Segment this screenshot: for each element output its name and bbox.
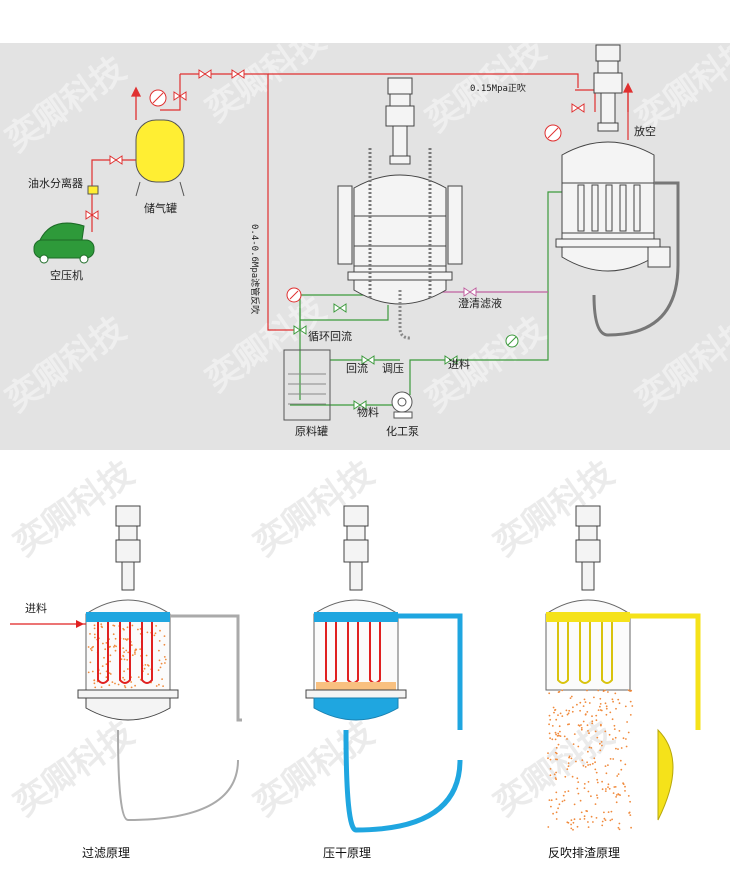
compressor-icon: [33, 222, 95, 264]
label-clear-filtrate: 澄清滤液: [458, 296, 502, 310]
label-backflush-pressure: 0.4-0.6Mpa滤管反吹: [249, 224, 261, 314]
label-air-tank: 储气罐: [144, 201, 177, 215]
label-recirculation: 循环回流: [308, 329, 352, 343]
oil-water-separator: [87, 185, 99, 195]
panel-filtration: [10, 505, 242, 822]
panel-backflush: [545, 505, 701, 831]
label-top-blow-pressure: 0.15Mpa正吹: [470, 82, 526, 94]
watermark-text: 奕卿科技: [487, 713, 621, 824]
label-return-flow: 回流: [346, 361, 368, 375]
raw-material-tank: [283, 349, 331, 421]
caption-filtration: 过滤原理: [82, 846, 130, 860]
label-oil-water-separator: 油水分离器: [28, 176, 83, 190]
label-feed: 进料: [448, 357, 470, 371]
watermark-text: 奕卿科技: [247, 713, 381, 824]
label-raw-tank: 原料罐: [295, 424, 328, 438]
label-vent: 放空: [634, 124, 656, 138]
watermark-text: 奕卿科技: [487, 453, 621, 564]
panel-press-dry: [305, 505, 463, 833]
safety-valve-icon: [130, 82, 634, 120]
label-pressure-adjust: 调压: [382, 362, 404, 375]
air-lines: [91, 73, 629, 331]
caption-press-dry: 压干原理: [323, 846, 371, 860]
pressure-gauge-icon: [149, 89, 562, 303]
label-bottom-feed: 进料: [25, 601, 47, 615]
pressure-gauge-icon: [505, 334, 519, 348]
label-material: 物料: [357, 405, 379, 419]
label-air-compressor: 空压机: [50, 268, 83, 282]
label-chem-pump: 化工泵: [386, 424, 419, 438]
caption-backflush: 反吹排渣原理: [548, 846, 620, 860]
pump-icon: [391, 391, 413, 419]
air-tank: [135, 119, 185, 197]
filter-vessel-left: [337, 77, 463, 340]
filter-vessel-right: [555, 44, 680, 337]
